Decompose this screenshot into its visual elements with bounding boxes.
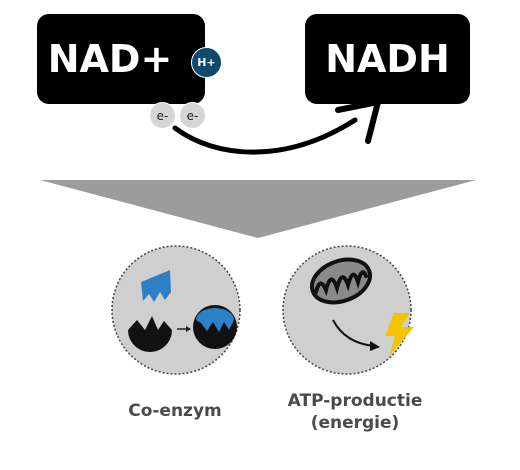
curved-arrow-icon <box>172 99 381 155</box>
nadh-label: NADH <box>325 37 450 81</box>
atp-circle <box>282 245 414 375</box>
coenzyme-label: Co-enzym <box>128 401 222 421</box>
nad-box: NAD+ <box>37 14 205 104</box>
proton-label: H+ <box>197 56 216 69</box>
proton-badge: H+ <box>191 47 222 78</box>
electron-label-1: e- <box>156 108 169 123</box>
enzyme-icon <box>128 270 237 352</box>
electron-label-2: e- <box>186 108 199 123</box>
funnel-icon <box>40 180 476 238</box>
coenzyme-caption: Co-enzym <box>100 400 250 422</box>
coenzyme-circle <box>111 245 241 375</box>
mitochondrion-icon <box>309 257 373 305</box>
nadh-box: NADH <box>305 14 470 104</box>
electron-badge-1: e- <box>149 102 176 129</box>
atp-caption: ATP-productie (energie) <box>270 390 440 434</box>
small-curved-arrow-icon <box>332 319 380 351</box>
electron-badge-2: e- <box>179 102 206 129</box>
atp-label-line1: ATP-productie <box>287 391 423 411</box>
nad-label: NAD+ <box>47 37 173 81</box>
lightning-bolt-icon <box>385 313 414 356</box>
atp-label-line2: (energie) <box>310 413 400 433</box>
